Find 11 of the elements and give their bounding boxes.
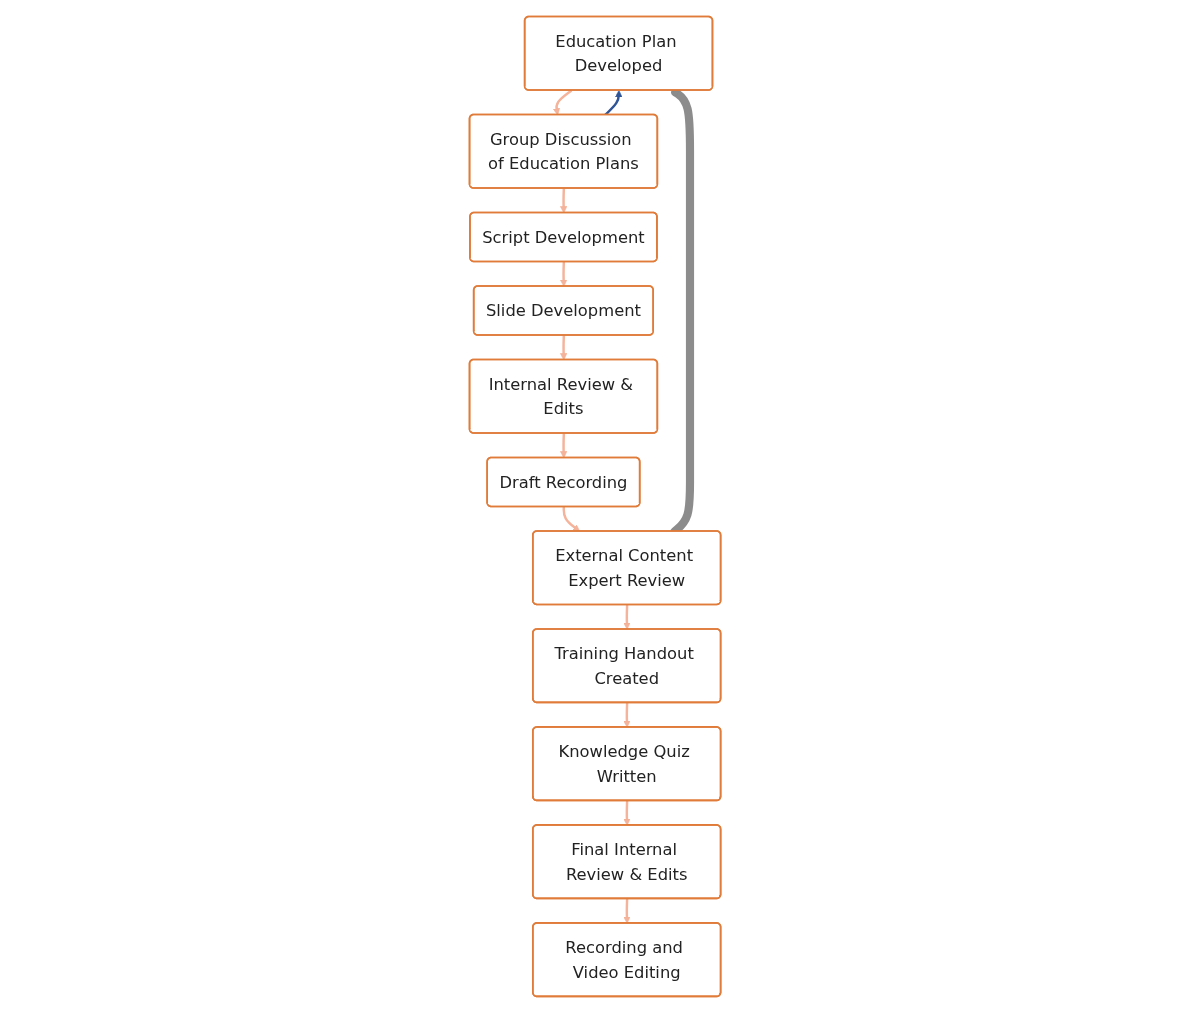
- arrow: [553, 89, 573, 116]
- arrow: [560, 335, 568, 361]
- arrow: [562, 506, 581, 532]
- arrow: [604, 90, 623, 116]
- arrow: [560, 261, 568, 287]
- arrow: [623, 898, 631, 924]
- arrow: [560, 433, 568, 459]
- arrow: [623, 604, 631, 630]
- arrow: [623, 702, 631, 728]
- arrow: [560, 188, 568, 214]
- arrow: [623, 800, 631, 826]
